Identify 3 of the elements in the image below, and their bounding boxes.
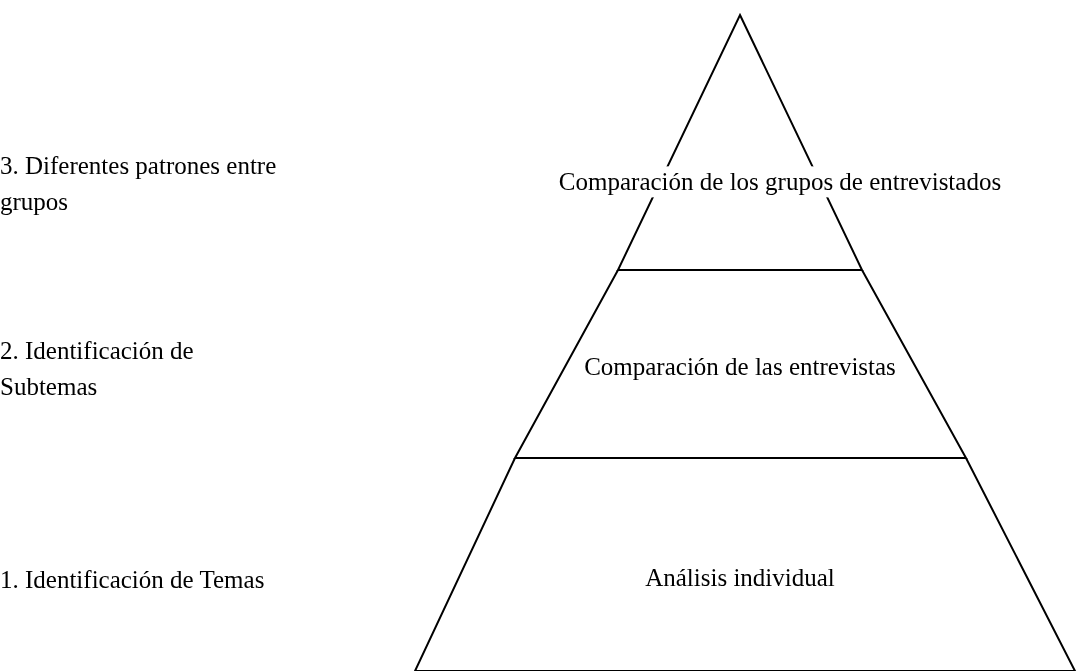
level-label: 2. Identificación de Subtemas	[0, 336, 195, 403]
level-label: 3. Diferentes patrones entre grupos	[0, 151, 278, 218]
level-label: 1. Identificación de Temas	[0, 565, 266, 595]
